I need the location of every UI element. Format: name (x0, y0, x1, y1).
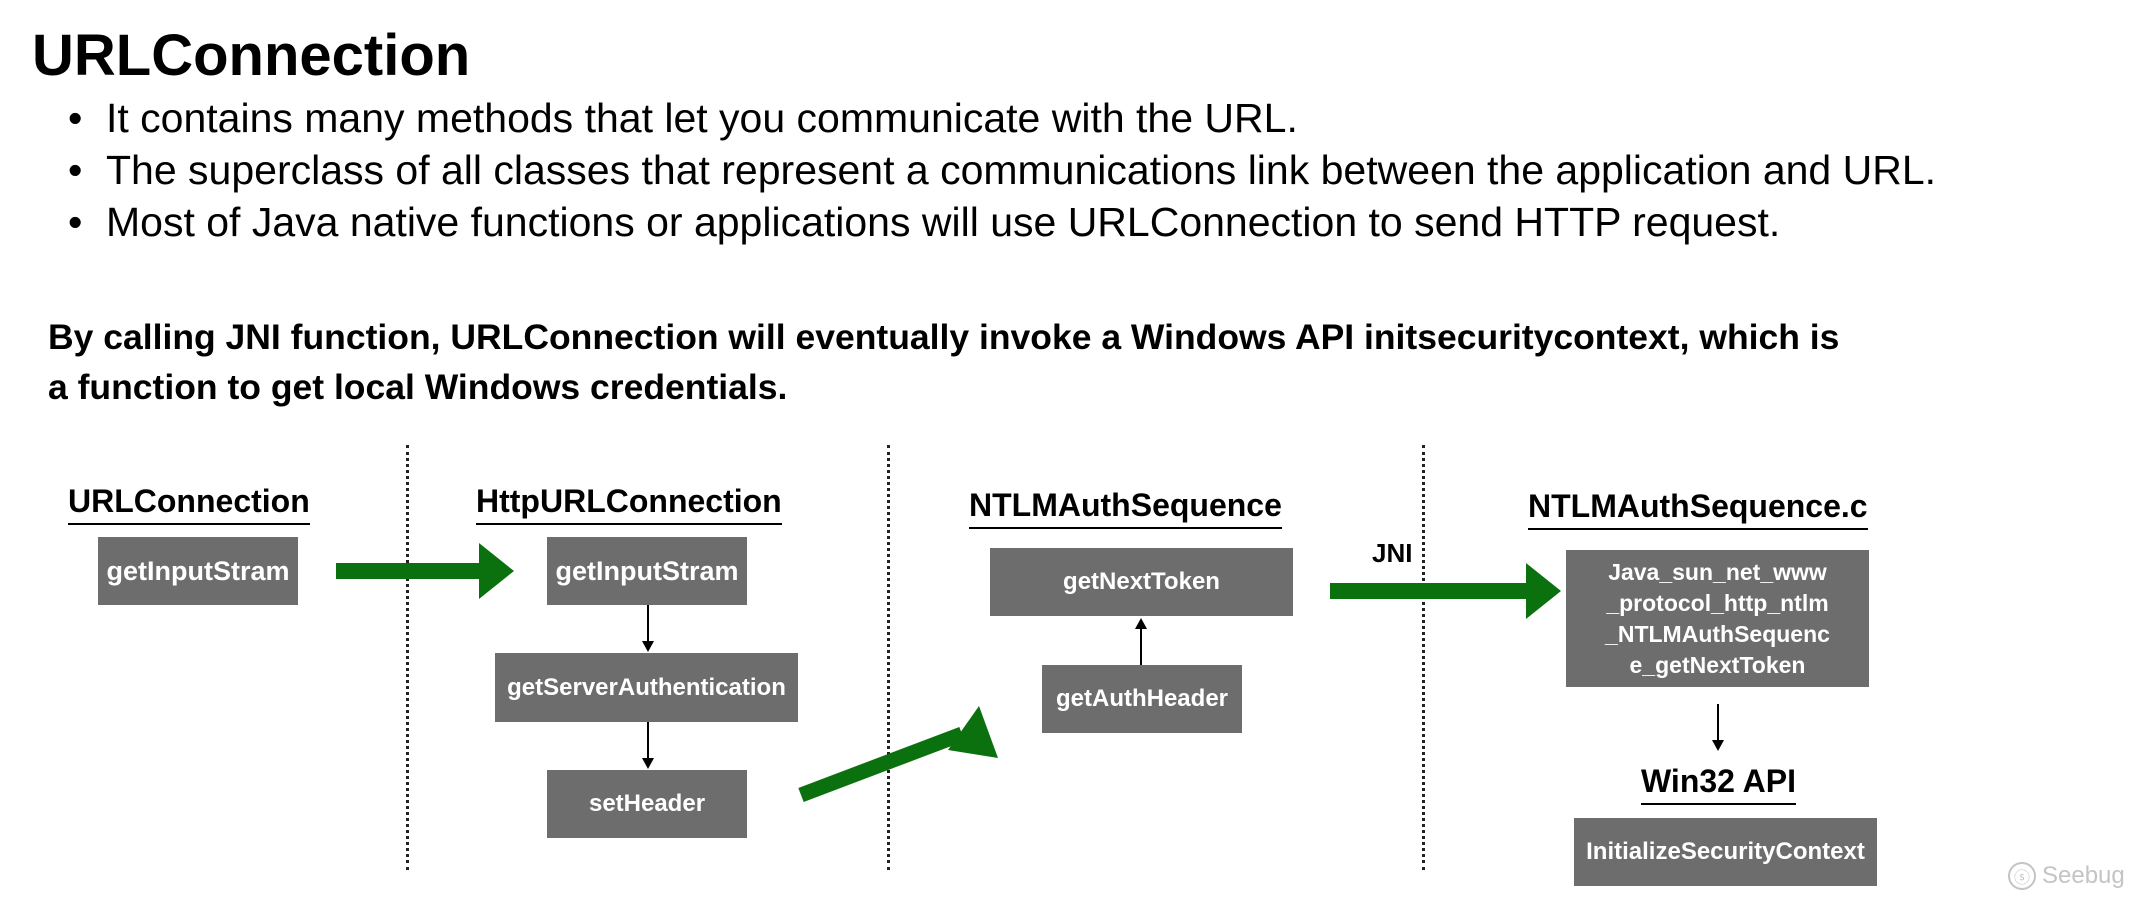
emphasis-paragraph: By calling JNI function, URLConnection w… (48, 312, 2108, 412)
arrow-down-icon (1712, 704, 1724, 751)
java-native-line: _NTLMAuthSequenc (1605, 620, 1830, 647)
seebug-logo-icon: ⓢ (2008, 862, 2036, 890)
box-setheader: setHeader (547, 770, 747, 838)
bullet-text: It contains many methods that let you co… (106, 95, 1298, 141)
java-native-line: _protocol_http_ntlm (1606, 589, 1829, 616)
box-getserverauthentication: getServerAuthentication (495, 653, 798, 722)
heading-httpurlconnection: HttpURLConnection (476, 483, 782, 525)
bullet-dot: • (68, 95, 83, 141)
bullet-item: • It contains many methods that let you … (68, 92, 1936, 144)
box-http-getinputstram: getInputStram (547, 537, 747, 605)
heading-ntlmauthsequence: NTLMAuthSequence (969, 487, 1282, 529)
java-native-line: e_getNextToken (1629, 651, 1806, 678)
column-separator (887, 445, 890, 870)
java-native-line: Java_sun_net_www (1608, 558, 1827, 585)
bullet-item: • Most of Java native functions or appli… (68, 196, 1936, 248)
column-separator (1422, 445, 1425, 870)
green-arrow-jni-icon (1330, 563, 1561, 619)
seebug-watermark: ⓢ Seebug (2008, 862, 2125, 890)
watermark-text: Seebug (2042, 862, 2125, 889)
box-getnexttoken: getNextToken (990, 548, 1293, 616)
heading-ntlmauthsequence-c: NTLMAuthSequence.c (1528, 488, 1868, 530)
column-separator (406, 445, 409, 870)
heading-urlconnection: URLConnection (68, 483, 310, 525)
box-java-native-gettoken: Java_sun_net_www _protocol_http_ntlm _NT… (1566, 550, 1869, 687)
emphasis-line-2: a function to get local Windows credenti… (48, 367, 788, 407)
arrow-down-icon (642, 722, 654, 769)
bullet-text: The superclass of all classes that repre… (106, 147, 1937, 193)
green-arrow-diagonal-icon (798, 706, 998, 803)
arrow-down-icon (642, 605, 654, 652)
heading-win32-api: Win32 API (1641, 763, 1796, 805)
box-getauthheader: getAuthHeader (1042, 665, 1242, 733)
bullet-list: • It contains many methods that let you … (68, 92, 1936, 248)
slide-title: URLConnection (32, 23, 471, 88)
bullet-item: • The superclass of all classes that rep… (68, 144, 1936, 196)
emphasis-line-1: By calling JNI function, URLConnection w… (48, 317, 1840, 357)
bullet-text: Most of Java native functions or applica… (106, 199, 1781, 245)
box-urlconnection-getinputstram: getInputStram (98, 537, 298, 605)
jni-label: JNI (1372, 538, 1413, 568)
arrow-up-icon (1135, 618, 1147, 665)
green-arrow-right-icon (336, 543, 514, 599)
box-initializesecuritycontext: InitializeSecurityContext (1574, 818, 1877, 886)
bullet-dot: • (68, 199, 83, 245)
bullet-dot: • (68, 147, 83, 193)
